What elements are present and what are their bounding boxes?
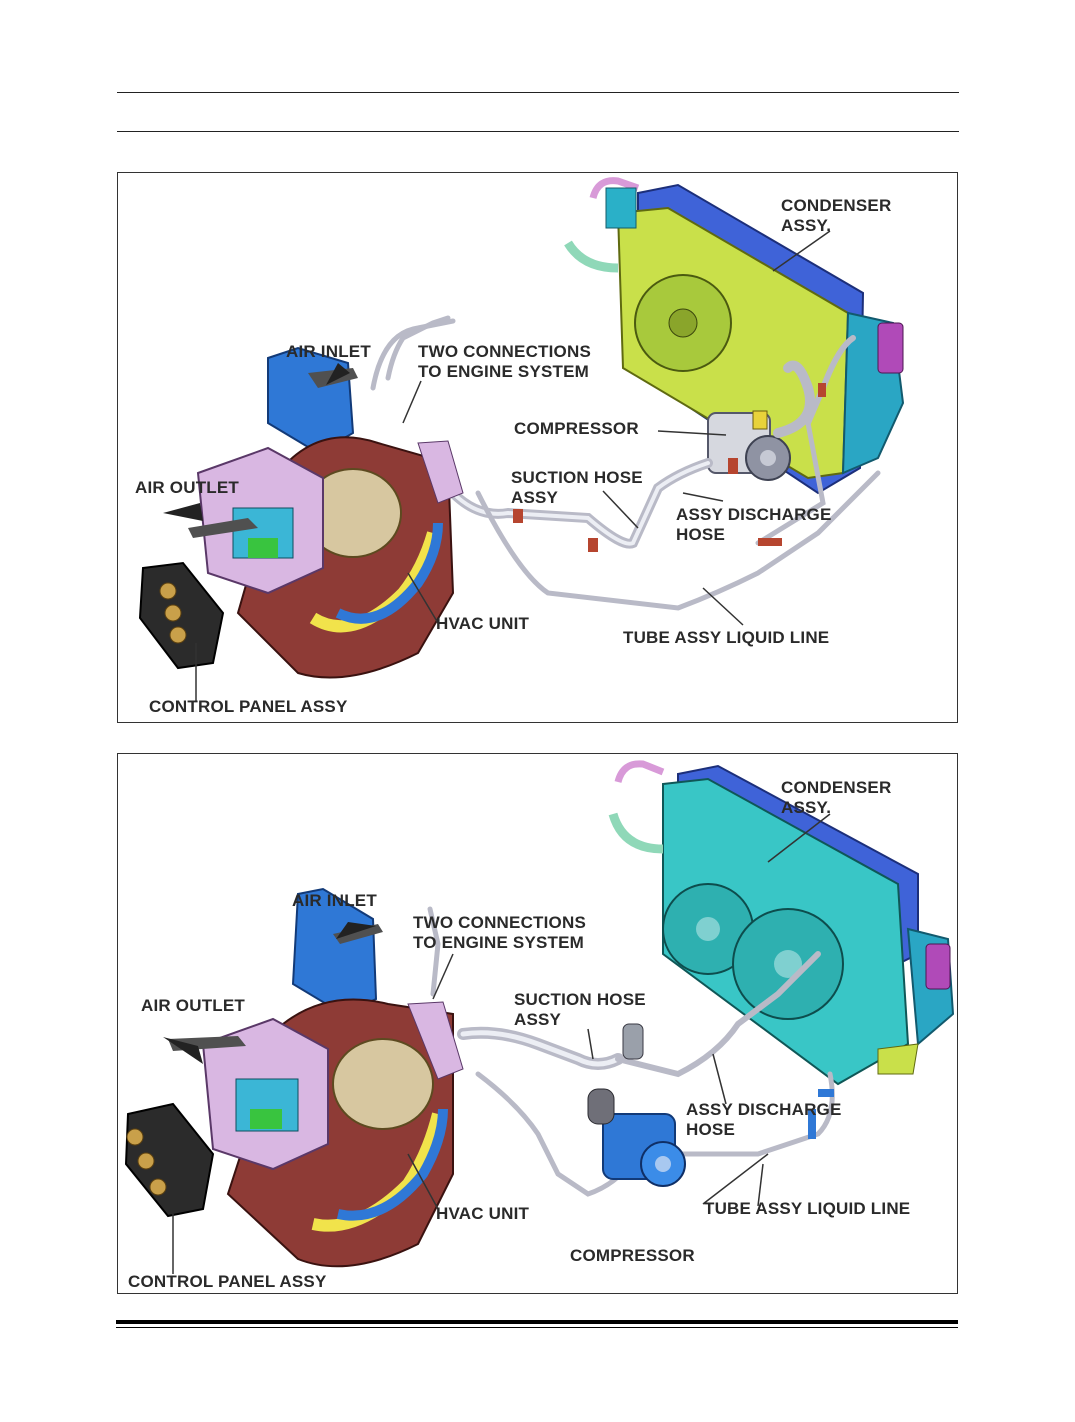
air-inlet-arrow: [336, 922, 376, 939]
footer-rule-thin: [116, 1327, 958, 1328]
air-outlet-arrow: [163, 503, 203, 521]
label-air-outlet: AIR OUTLET: [141, 996, 245, 1015]
hvac-system-illustration-2: [124, 760, 955, 1274]
footer-rule-thick: [116, 1320, 958, 1324]
label-air-inlet: AIR INLET: [286, 342, 371, 361]
hvac-unit: [188, 346, 464, 679]
label-control-panel: CONTROL PANEL ASSY: [128, 1272, 327, 1291]
compressor-unit: [707, 410, 791, 481]
air-outlet-arrow: [163, 1037, 203, 1064]
leader-lines: [172, 813, 831, 1274]
label-control-panel: CONTROL PANEL ASSY: [149, 697, 348, 716]
label-compressor: COMPRESSOR: [570, 1246, 695, 1265]
label-air-outlet: AIR OUTLET: [135, 478, 239, 497]
control-panel: [124, 1102, 215, 1218]
label-air-inlet: AIR INLET: [292, 891, 377, 910]
air-inlet-arrow: [326, 363, 350, 385]
hvac-system-illustration-1: [138, 177, 905, 701]
refrigerant-lines: [370, 315, 881, 611]
refrigerant-lines: [427, 906, 835, 1197]
header-rule-bottom: [117, 131, 959, 132]
compressor-unit: [587, 1023, 686, 1187]
leader-lines: [195, 230, 831, 701]
label-liquid-line: TUBE ASSY LIQUID LINE: [704, 1199, 911, 1218]
label-compressor: COMPRESSOR: [514, 419, 639, 438]
header-rule-top: [117, 92, 959, 93]
label-liquid-line: TUBE ASSY LIQUID LINE: [623, 628, 830, 647]
label-hvac-unit: HVAC UNIT: [436, 614, 530, 633]
control-panel: [138, 561, 225, 670]
label-hvac-unit: HVAC UNIT: [436, 1204, 530, 1223]
condenser-assembly: [608, 760, 955, 1086]
hvac-unit: [168, 887, 464, 1268]
